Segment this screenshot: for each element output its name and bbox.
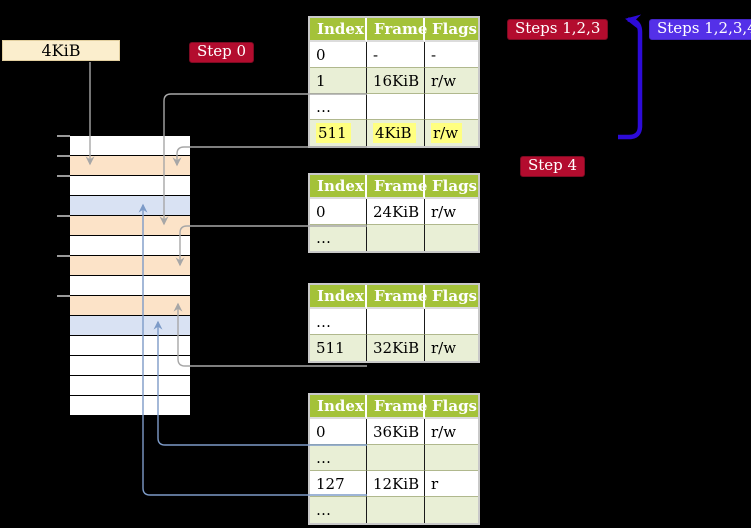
cell-flags: r/w xyxy=(425,335,478,361)
cell-frame xyxy=(367,497,425,523)
highlight: 511 xyxy=(316,123,351,143)
memory-row-page xyxy=(70,196,190,216)
table-row: … xyxy=(310,94,478,120)
cell-frame: 16KiB xyxy=(367,68,425,94)
highlight: r/w xyxy=(431,123,463,143)
cell-frame xyxy=(367,225,425,251)
cell-frame: 32KiB xyxy=(367,335,425,361)
table-row: … xyxy=(310,225,478,251)
cell-frame xyxy=(367,94,425,120)
cell-index: 511 xyxy=(310,120,367,146)
cell-flags: r/w xyxy=(425,120,478,146)
memory-tick xyxy=(57,215,70,217)
frame-size-label: 4KiB xyxy=(2,40,120,61)
memory-row-free xyxy=(70,176,190,196)
cell-frame xyxy=(367,309,425,335)
memory-row-free xyxy=(70,396,190,416)
table-row-highlighted: 511 4KiB r/w xyxy=(310,120,478,146)
memory-row-free xyxy=(70,276,190,296)
cell-frame: 24KiB xyxy=(367,199,425,225)
table-row: 0 - - xyxy=(310,42,478,68)
cell-index: … xyxy=(310,309,367,335)
table-row: 0 24KiB r/w xyxy=(310,199,478,225)
badge-step-4: Step 4 xyxy=(520,156,586,177)
table-row: 1 16KiB r/w xyxy=(310,68,478,94)
column-header-flags: Flags xyxy=(425,175,478,199)
cell-index: 127 xyxy=(310,471,367,497)
cell-flags: r/w xyxy=(425,68,478,94)
cell-flags: r/w xyxy=(425,419,478,445)
column-header-flags: Flags xyxy=(425,18,478,42)
cell-index: … xyxy=(310,497,367,523)
highlight: 4KiB xyxy=(373,123,416,143)
cell-index: 0 xyxy=(310,199,367,225)
cell-flags xyxy=(425,445,478,471)
memory-row-free xyxy=(70,136,190,156)
cell-index: 1 xyxy=(310,68,367,94)
table-row: … xyxy=(310,497,478,523)
memory-tick xyxy=(57,295,70,297)
cell-flags xyxy=(425,94,478,120)
memory-row-table xyxy=(70,216,190,236)
table-row: 127 12KiB r xyxy=(310,471,478,497)
column-header-flags: Flags xyxy=(425,285,478,309)
memory-row-page xyxy=(70,316,190,336)
column-header-flags: Flags xyxy=(425,395,478,419)
column-header-index: Index xyxy=(310,175,367,199)
column-header-frame: Frame xyxy=(367,395,427,419)
memory-column xyxy=(70,136,190,416)
memory-tick xyxy=(57,255,70,257)
cell-index: 511 xyxy=(310,335,367,361)
cell-index: … xyxy=(310,225,367,251)
memory-row-free xyxy=(70,236,190,256)
table-header-row: Index Frame Flags xyxy=(310,175,478,199)
memory-row-table xyxy=(70,256,190,276)
arrow-steps-loop xyxy=(618,14,643,140)
cell-flags: r/w xyxy=(425,199,478,225)
cell-flags xyxy=(425,497,478,523)
table-row: 511 32KiB r/w xyxy=(310,335,478,361)
arrow-pt4-entry511-to-frame-4kib xyxy=(172,146,367,167)
table-row: 0 36KiB r/w xyxy=(310,419,478,445)
page-table-level-2: Index Frame Flags … 511 32KiB r/w xyxy=(308,283,480,363)
cell-index: 0 xyxy=(310,419,367,445)
page-table-level-3: Index Frame Flags 0 24KiB r/w … xyxy=(308,173,480,253)
cell-flags xyxy=(425,309,478,335)
memory-row-free xyxy=(70,336,190,356)
badge-steps-1-2-3: Steps 1,2,3 xyxy=(507,19,609,40)
table-row: … xyxy=(310,445,478,471)
cell-frame: 36KiB xyxy=(367,419,425,445)
memory-row-free xyxy=(70,356,190,376)
cell-frame: 4KiB xyxy=(367,120,425,146)
memory-row-free xyxy=(70,376,190,396)
table-row: … xyxy=(310,309,478,335)
table-header-row: Index Frame Flags xyxy=(310,18,478,42)
memory-row-table xyxy=(70,156,190,176)
cell-flags: - xyxy=(425,42,478,68)
badge-step-0: Step 0 xyxy=(189,42,255,63)
memory-row-table xyxy=(70,296,190,316)
badge-steps-1-2-3-4: Steps 1,2,3,4 xyxy=(649,19,751,40)
column-header-frame: Frame xyxy=(367,175,427,199)
table-header-row: Index Frame Flags xyxy=(310,395,478,419)
column-header-index: Index xyxy=(310,285,367,309)
cell-index: … xyxy=(310,445,367,471)
page-table-level-1: Index Frame Flags 0 36KiB r/w … 127 12Ki… xyxy=(308,393,480,525)
column-header-index: Index xyxy=(310,18,367,42)
column-header-index: Index xyxy=(310,395,367,419)
cell-frame: - xyxy=(367,42,425,68)
cell-frame xyxy=(367,445,425,471)
cell-index: 0 xyxy=(310,42,367,68)
column-header-frame: Frame xyxy=(367,18,427,42)
memory-tick xyxy=(57,135,70,137)
table-header-row: Index Frame Flags xyxy=(310,285,478,309)
cell-frame: 12KiB xyxy=(367,471,425,497)
page-table-level-4: Index Frame Flags 0 - - 1 16KiB r/w … 51… xyxy=(308,16,480,148)
cell-flags xyxy=(425,225,478,251)
cell-index: … xyxy=(310,94,367,120)
memory-tick xyxy=(57,155,70,157)
column-header-frame: Frame xyxy=(367,285,427,309)
memory-tick xyxy=(57,175,70,177)
cell-flags: r xyxy=(425,471,478,497)
